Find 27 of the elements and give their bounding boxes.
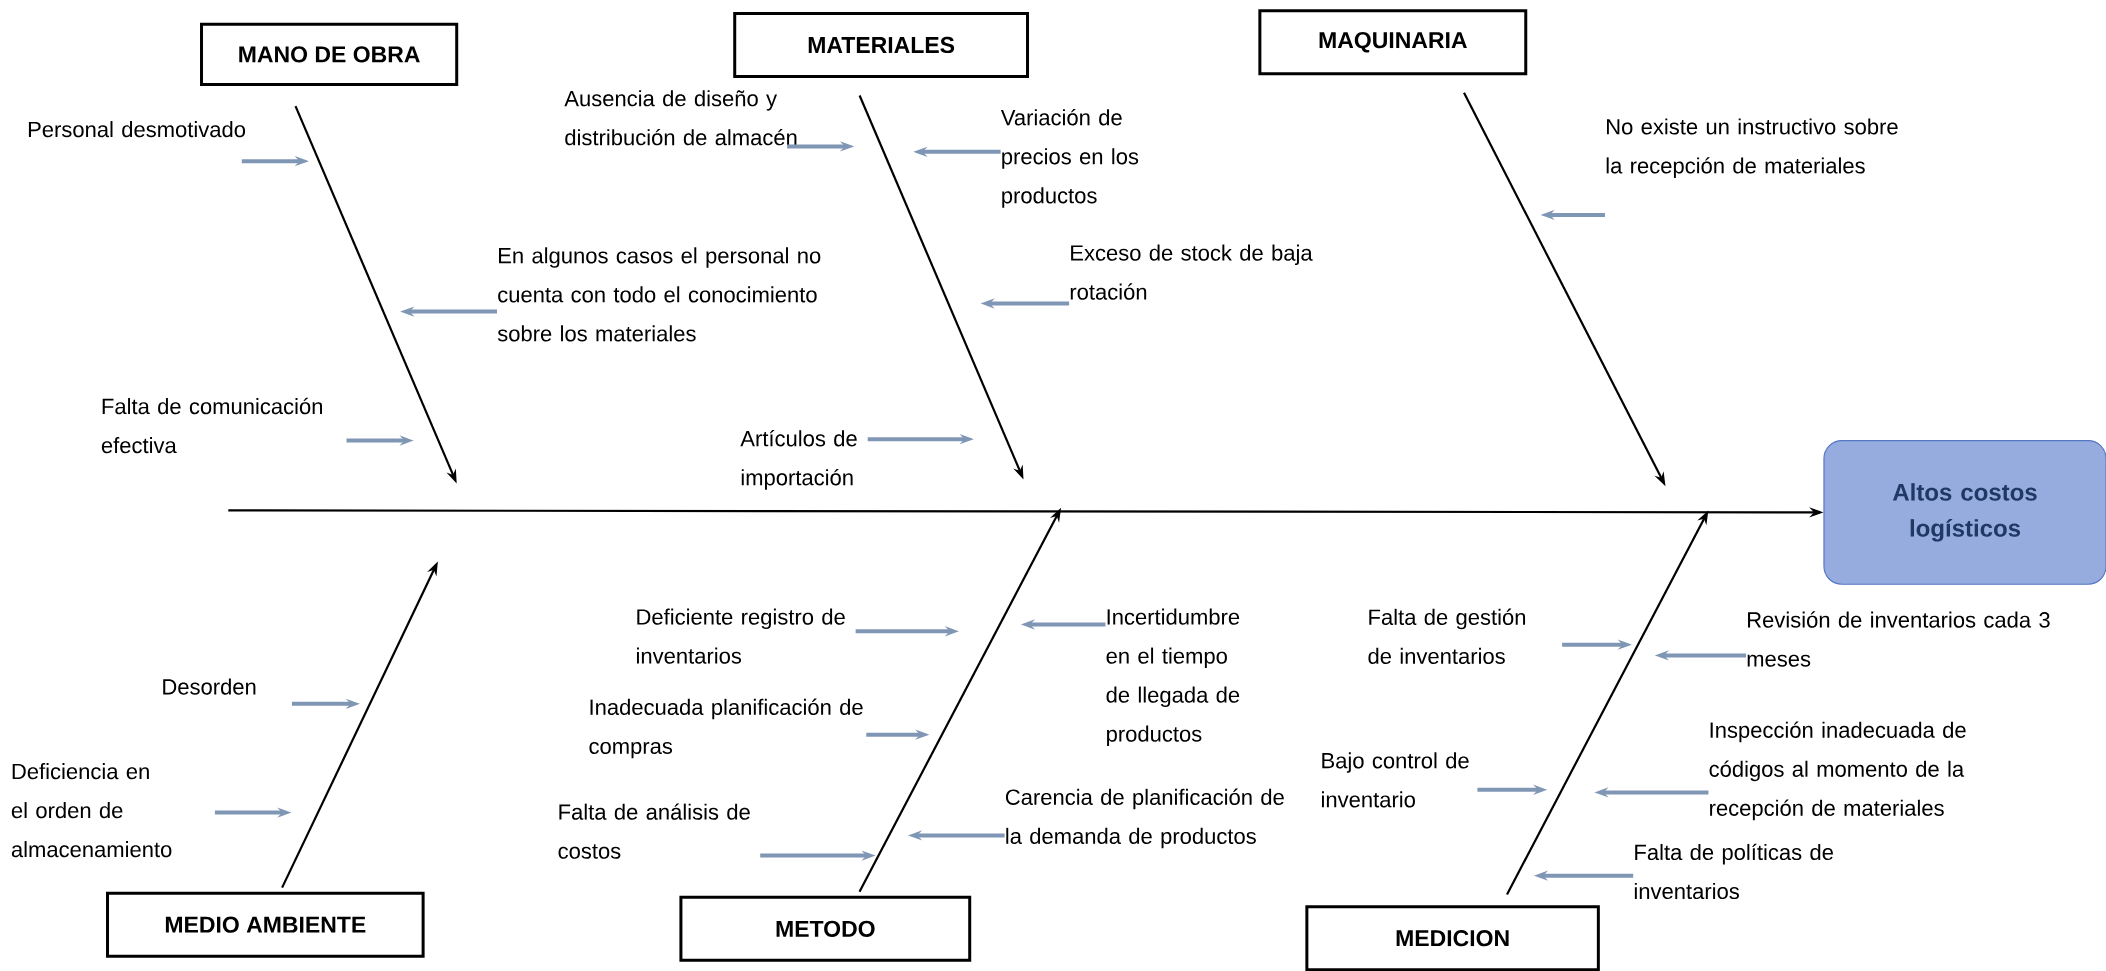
cause-text: En algunos casos el personal no cuenta con todo el conocimiento sobre los materiales: [497, 247, 821, 342]
category-box: MEDICION: [1305, 905, 1600, 971]
category-box: MEDIO AMBIENTE: [106, 891, 425, 958]
cause-text: Bajo control de inventario: [1322, 752, 1469, 808]
cause-text: Artículos de importación: [740, 430, 857, 490]
cause-text: Exceso de stock de baja rotación: [1070, 244, 1313, 300]
cause-text: Carencia de planificación de la demanda de productos: [1005, 788, 1284, 849]
cause-text: Revisión de inventarios cada 3 meses: [1747, 611, 2050, 667]
cause-text: Falta de gestión de inventarios: [1368, 608, 1526, 664]
cause-text: Desorden: [163, 678, 256, 695]
category-box: MANO DE OBRA: [200, 22, 459, 87]
cause-text: Falta de análisis de costos: [558, 803, 750, 859]
cause-text: Deficiente registro de inventarios: [637, 608, 845, 664]
cause-text: No existe un instructivo sobre la recepción de materiales: [1606, 118, 1898, 178]
cause-text: Inspección inadecuada de códigos al momento de la recepción de materiales: [1709, 721, 1966, 821]
cause-text: Deficiencia en el orden de almacenamiento: [11, 763, 172, 858]
category-box: MAQUINARIA: [1258, 9, 1528, 76]
category-box: MATERIALES: [733, 11, 1029, 79]
cause-text: Falta de políticas de inventarios: [1634, 843, 1833, 900]
cause-text: Falta de comunicación efectiva: [101, 397, 322, 454]
category-box: METODO: [679, 895, 972, 962]
cause-text: Incertidumbre en el tiempo de llegada de productos: [1106, 608, 1240, 747]
effect-box: Altos costos logísticos: [1823, 439, 2106, 585]
cause-text: Personal desmotivado: [28, 121, 246, 138]
cause-text: Variación de precios en los productos: [1000, 109, 1139, 208]
cause-text: Inadecuada planificación de compras: [589, 698, 863, 759]
cause-text: Ausencia de diseño y distribución de almacén: [564, 90, 797, 146]
